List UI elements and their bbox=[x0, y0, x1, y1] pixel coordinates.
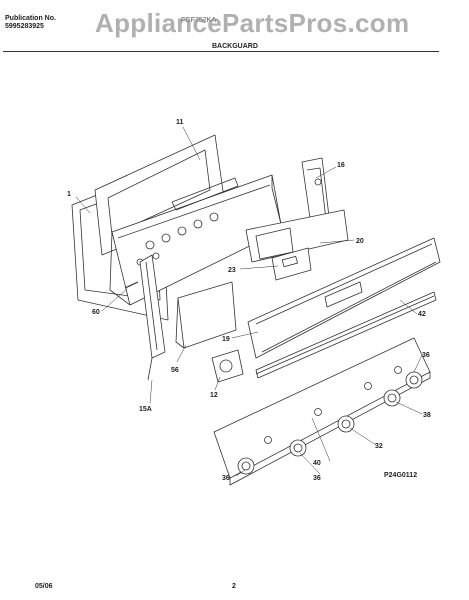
callout-36-center: 36 bbox=[313, 475, 321, 482]
callout-20: 20 bbox=[356, 238, 364, 245]
knob bbox=[237, 457, 255, 475]
publication-number: 5995283925 bbox=[5, 23, 44, 30]
switch-assembly bbox=[211, 349, 244, 383]
part-callouts: 1 11 16 20 23 42 60 19 36 56 12 38 15A 3… bbox=[67, 119, 431, 482]
insulation-bracket bbox=[175, 281, 237, 349]
right-end-bracket bbox=[301, 157, 331, 233]
diagram-code: P24G0112 bbox=[384, 472, 418, 479]
callout-56: 56 bbox=[171, 367, 179, 374]
publication-label: Publication No. bbox=[5, 15, 56, 22]
watermark: AppliancePartsPros.com bbox=[95, 8, 410, 38]
callout-16: 16 bbox=[337, 162, 345, 169]
callout-32: 32 bbox=[375, 443, 383, 450]
callout-38: 38 bbox=[423, 412, 431, 419]
page-number: 2 bbox=[232, 583, 236, 590]
callout-11: 11 bbox=[176, 119, 184, 126]
callout-15a: 15A bbox=[139, 406, 152, 413]
knob bbox=[405, 371, 423, 389]
leader-lines bbox=[75, 126, 423, 477]
callout-42: 42 bbox=[418, 311, 426, 318]
display-bezel bbox=[271, 247, 312, 281]
callout-19: 19 bbox=[222, 336, 230, 343]
callout-12: 12 bbox=[210, 392, 218, 399]
knob bbox=[289, 439, 307, 457]
screw bbox=[124, 281, 139, 289]
header-rule bbox=[3, 51, 439, 52]
model-number: FGF352KA bbox=[181, 17, 217, 24]
left-end-bracket bbox=[139, 254, 166, 381]
trim-strip bbox=[255, 291, 437, 379]
footer-date: 05/06 bbox=[35, 583, 53, 590]
control-knobs bbox=[237, 371, 423, 475]
control-panel-glass bbox=[247, 237, 441, 359]
section-title: BACKGUARD bbox=[212, 43, 258, 50]
callout-1: 1 bbox=[67, 191, 71, 198]
callout-60: 60 bbox=[92, 309, 100, 316]
knob bbox=[337, 415, 355, 433]
callout-23: 23 bbox=[228, 267, 236, 274]
knob bbox=[383, 389, 401, 407]
knob-panel bbox=[213, 337, 431, 486]
callout-36-right: 36 bbox=[422, 352, 430, 359]
callout-40: 40 bbox=[313, 460, 321, 467]
callout-36-left: 36 bbox=[222, 475, 230, 482]
